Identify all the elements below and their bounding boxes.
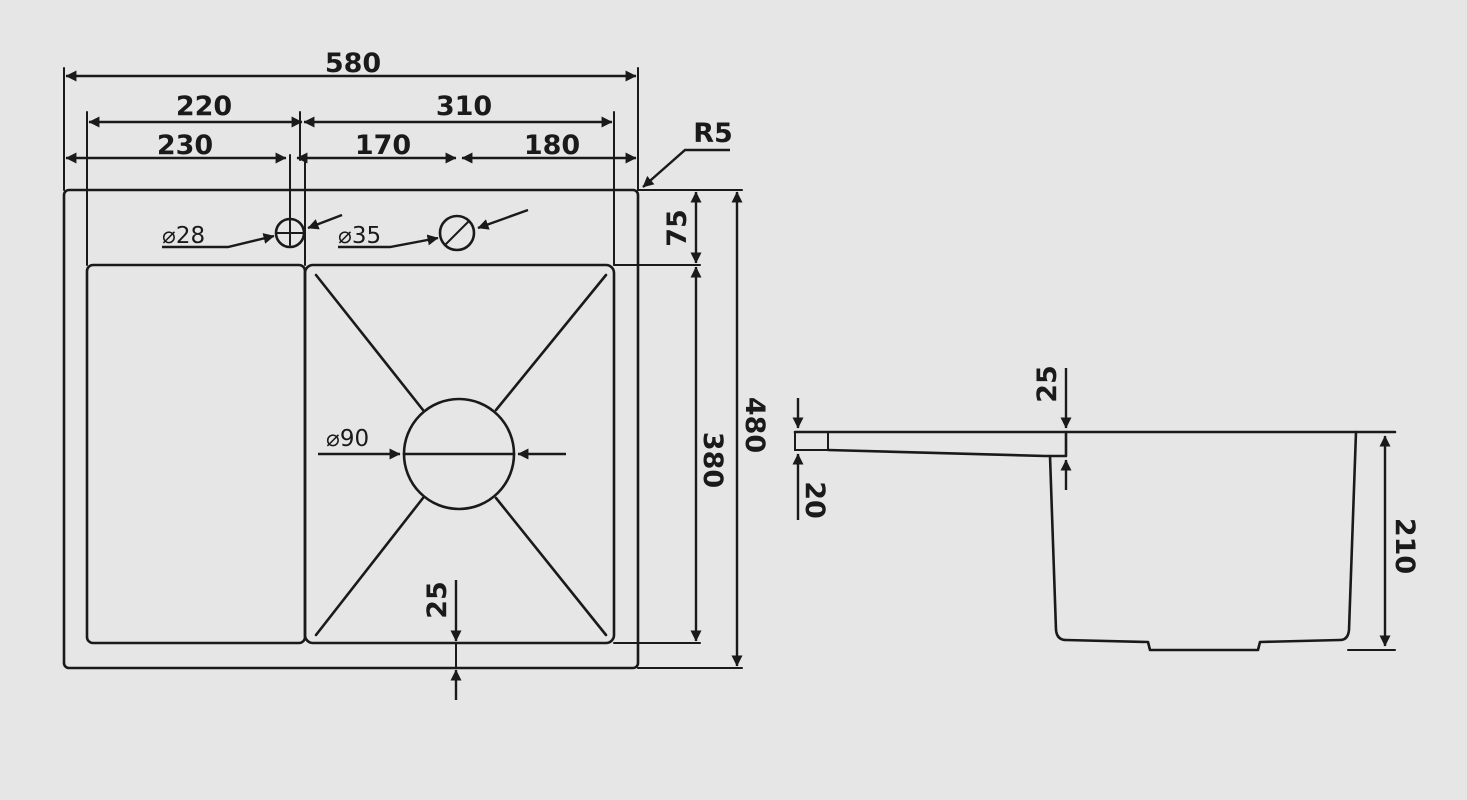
label-tap-hole: ⌀28 [162, 223, 205, 249]
dim-label-20: 20 [799, 481, 830, 519]
dim-label-580: 580 [325, 48, 381, 79]
dim-label-310: 310 [436, 91, 492, 122]
leader-tap-hole [162, 233, 275, 249]
dispenser-hole-outline [438, 214, 476, 252]
dim-label-180: 180 [524, 130, 580, 161]
dim-label-380: 380 [697, 432, 728, 488]
label-r5: R5 [693, 118, 733, 149]
dim-label-220: 220 [176, 91, 232, 122]
bowl-profile [1048, 430, 1358, 652]
dim-label-230: 230 [157, 130, 213, 161]
leader-dispenser-hole [338, 234, 439, 249]
dim-label-210: 210 [1389, 518, 1420, 574]
drainboard-outline [85, 263, 307, 645]
leader-r5 [642, 148, 730, 188]
label-drain: ⌀90 [326, 426, 369, 452]
sink-outline [62, 188, 640, 670]
top-view: 580 220 310 230 170 180 R5 ⌀28 ⌀35 ⌀90 [62, 48, 770, 700]
drainboard-underside [826, 430, 1068, 458]
dim-label-170: 170 [355, 130, 411, 161]
dim-label-480: 480 [739, 397, 770, 453]
dim-label-75: 75 [662, 209, 693, 247]
side-view: 25 20 210 [792, 365, 1420, 652]
label-dispenser-hole: ⌀35 [338, 223, 381, 249]
dim-label-25-front: 25 [422, 581, 453, 619]
bowl-outline [303, 263, 616, 645]
extension-lines [63, 67, 743, 669]
dim-label-25-side: 25 [1032, 365, 1063, 403]
bowl-channels [314, 273, 608, 637]
